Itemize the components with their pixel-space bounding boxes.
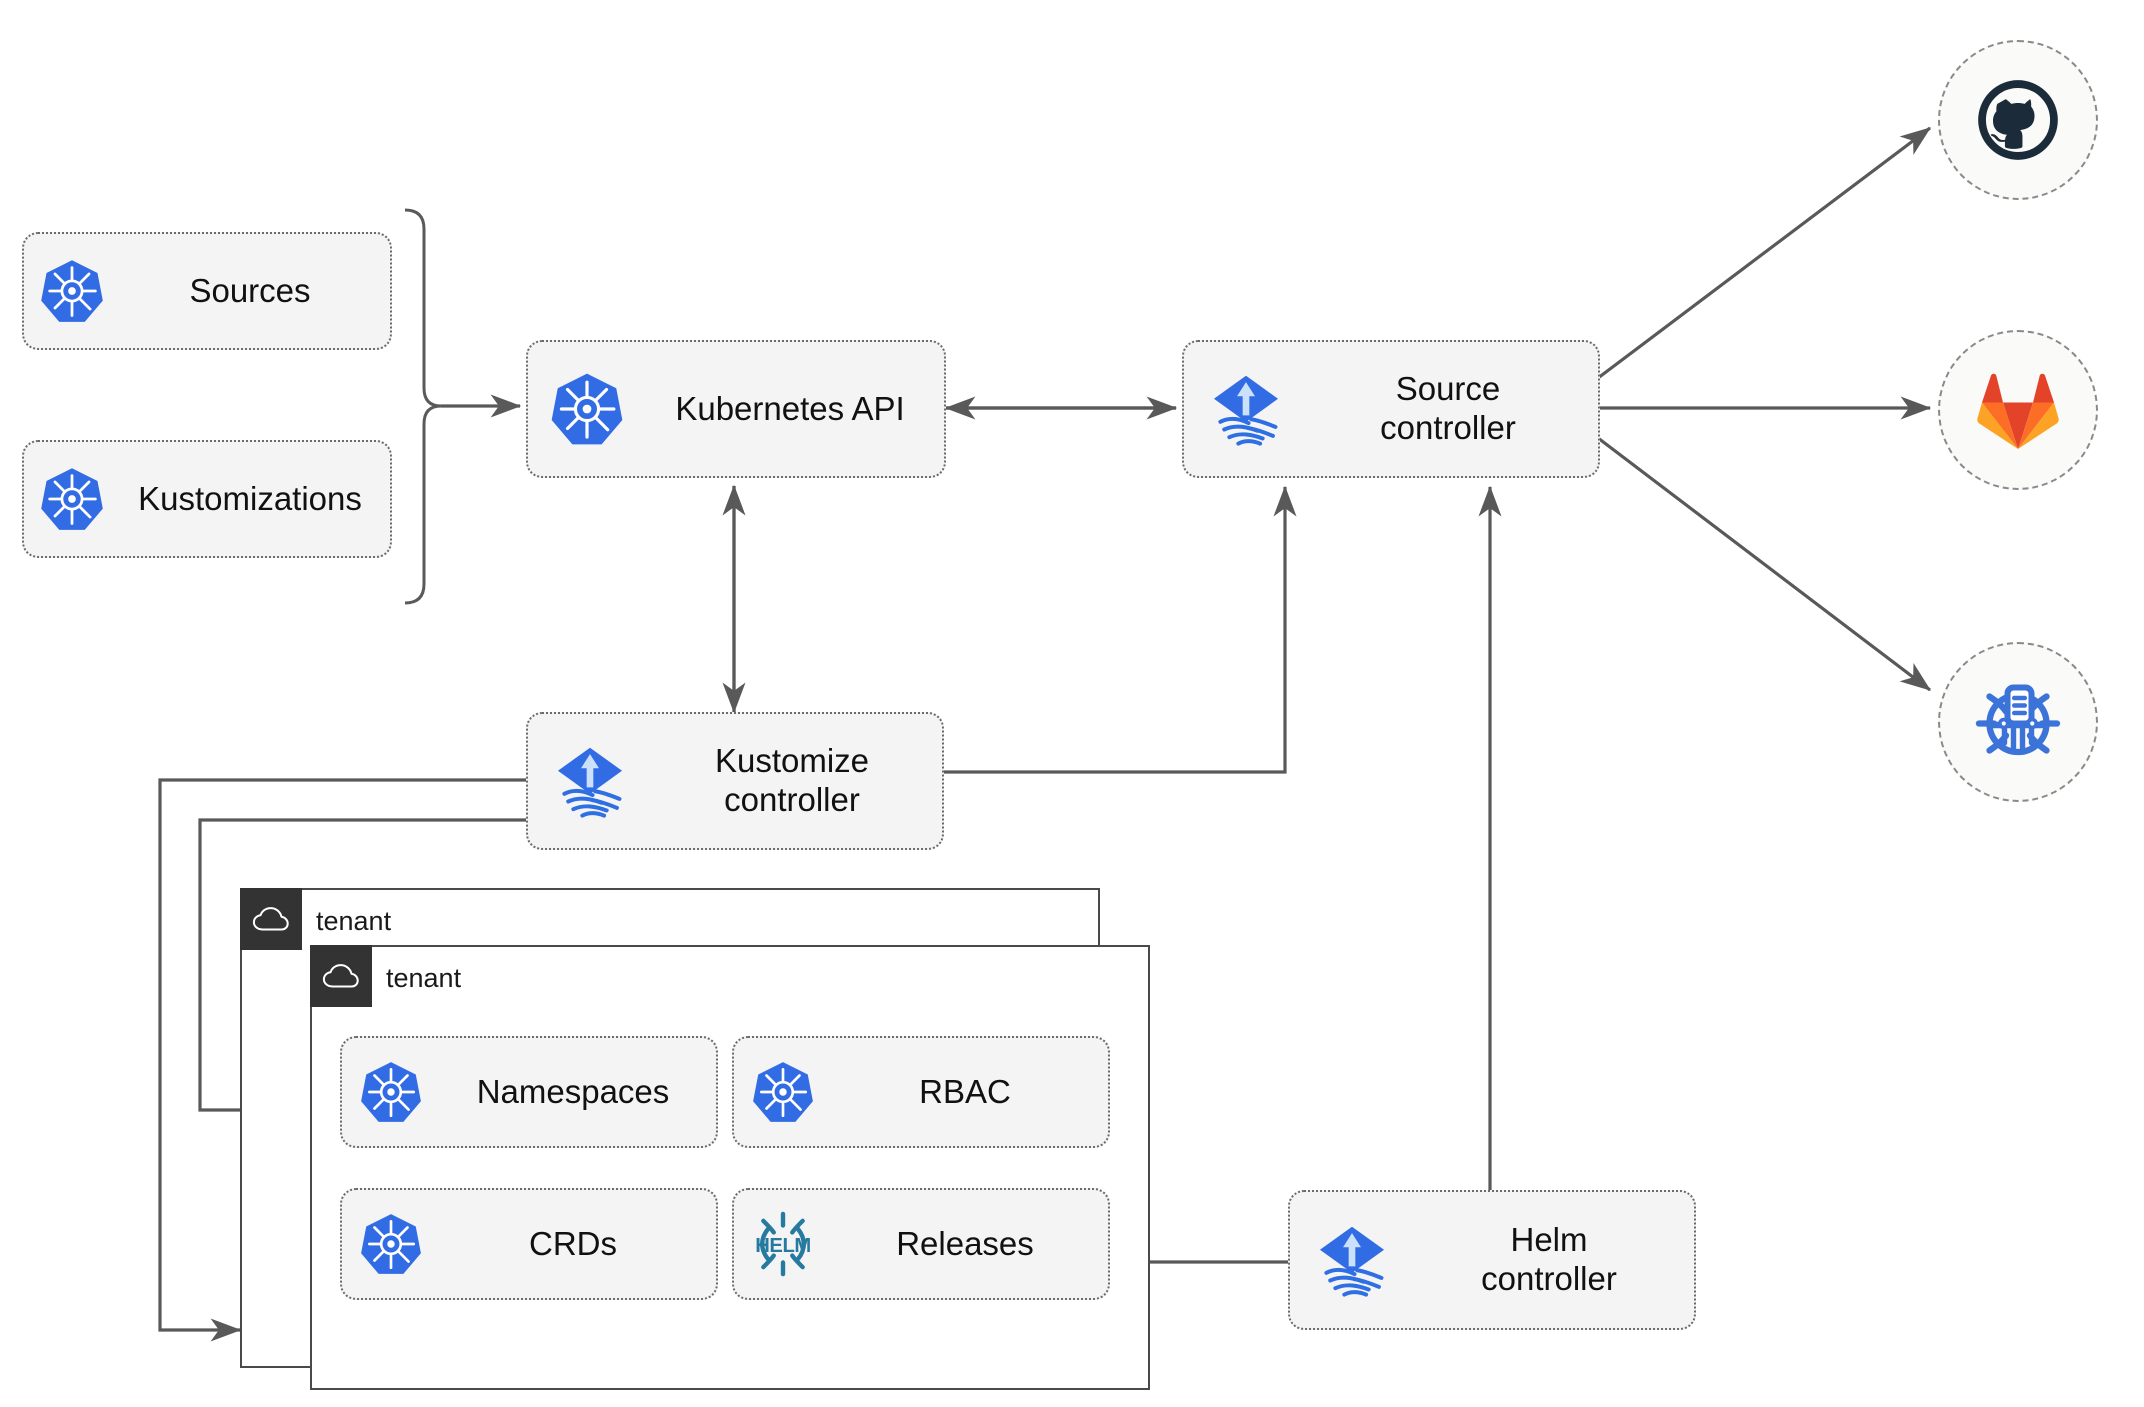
tenant-header-outer bbox=[240, 888, 302, 950]
kubernetes-icon bbox=[528, 370, 646, 448]
provider-helm-repository[interactable] bbox=[1938, 642, 2098, 802]
node-label: RBAC bbox=[919, 1072, 1011, 1110]
node-label: Releases bbox=[896, 1224, 1034, 1262]
kubernetes-icon bbox=[24, 465, 120, 533]
edge-kustomize-to-source-controller bbox=[940, 485, 1297, 774]
edge-source-controller-to-helm-repo bbox=[1597, 436, 1932, 692]
cloud-icon bbox=[322, 964, 359, 988]
node-kustomize-controller[interactable]: Kustomize controller bbox=[526, 712, 944, 850]
tenant-header-inner bbox=[310, 945, 372, 1007]
provider-gitlab[interactable] bbox=[1938, 330, 2098, 490]
flux-icon bbox=[1290, 1219, 1414, 1301]
node-namespaces[interactable]: Namespaces bbox=[340, 1036, 718, 1148]
tenant-container-inner: tenant bbox=[310, 945, 1150, 1390]
node-releases[interactable]: HELM Releases bbox=[732, 1188, 1110, 1300]
flux-icon bbox=[1184, 368, 1308, 450]
edge-source-controller-to-github bbox=[1597, 126, 1932, 380]
helm-icon: HELM bbox=[734, 1207, 832, 1281]
helm-repository-icon bbox=[1975, 684, 2061, 756]
node-kustomizations[interactable]: Kustomizations bbox=[22, 440, 392, 558]
cloud-icon bbox=[252, 907, 289, 931]
kubernetes-icon bbox=[342, 1211, 440, 1277]
node-label: Sources bbox=[189, 271, 311, 309]
node-label: Kustomizations bbox=[138, 479, 362, 517]
github-icon bbox=[1978, 80, 2058, 160]
node-label: Kustomize controller bbox=[714, 742, 870, 818]
node-sources[interactable]: Sources bbox=[22, 232, 392, 350]
brace-connector bbox=[404, 208, 442, 605]
node-source-controller[interactable]: Source controller bbox=[1182, 340, 1600, 478]
svg-text:HELM: HELM bbox=[755, 1235, 810, 1257]
tenant-label: tenant bbox=[386, 962, 462, 993]
node-kubernetes-api[interactable]: Kubernetes API bbox=[526, 340, 946, 478]
tenant-label: tenant bbox=[316, 905, 392, 936]
node-rbac[interactable]: RBAC bbox=[732, 1036, 1110, 1148]
kubernetes-icon bbox=[342, 1059, 440, 1125]
node-label: CRDs bbox=[529, 1224, 617, 1262]
provider-github[interactable] bbox=[1938, 40, 2098, 200]
node-label: Helm controller bbox=[1481, 1221, 1617, 1297]
kubernetes-icon bbox=[24, 257, 120, 325]
node-label: Source controller bbox=[1380, 370, 1516, 446]
node-label: Kubernetes API bbox=[675, 389, 905, 427]
node-label: Namespaces bbox=[476, 1072, 670, 1110]
kubernetes-icon bbox=[734, 1059, 832, 1125]
node-crds[interactable]: CRDs bbox=[340, 1188, 718, 1300]
node-helm-controller[interactable]: Helm controller bbox=[1288, 1190, 1696, 1330]
flux-icon bbox=[528, 740, 652, 822]
gitlab-icon bbox=[1977, 373, 2059, 449]
